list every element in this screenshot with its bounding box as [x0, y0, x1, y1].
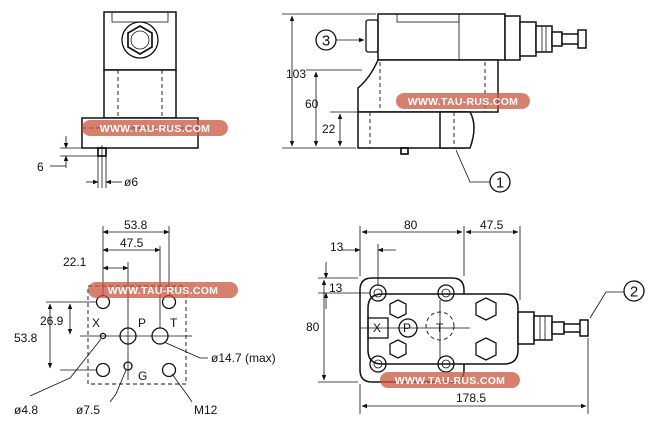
top-dim-13-b: 13: [329, 281, 343, 295]
side-dim-22: 22: [322, 122, 336, 136]
top-label-x: X: [373, 321, 381, 335]
bolt-hole: [161, 362, 177, 378]
side-dim-103: 103: [286, 67, 306, 81]
hex-bolt: [389, 339, 407, 359]
mounting-pattern: X P T G 53.8 47.5 22.1 26.9 53.8 ø14.7 (…: [14, 218, 276, 417]
top-bolt: [369, 355, 387, 373]
top-bolt: [437, 284, 455, 302]
pattern-dim-d7-5: ø7.5: [76, 403, 100, 417]
adjuster-housing: [519, 21, 537, 57]
svg-text:2: 2: [630, 284, 638, 301]
front-head-block: [103, 11, 177, 71]
svg-text:WWW.TAU-RUS.COM: WWW.TAU-RUS.COM: [100, 123, 210, 135]
top-dim-13-a: 13: [330, 240, 344, 254]
top-dim-47-5: 47.5: [480, 218, 504, 232]
top-dim-80-left: 80: [306, 320, 320, 334]
side-boss: [365, 19, 379, 53]
side-view: 103 60 22 3 1: [282, 13, 587, 193]
front-view: 6 ø6: [37, 11, 199, 189]
hex-bolt: [475, 297, 497, 321]
watermark: WWW.TAU-RUS.COM: [396, 93, 530, 109]
top-view: X P T 2 80 47.5 13 13: [306, 218, 645, 414]
front-body: [103, 69, 177, 119]
top-dim-178-5: 178.5: [456, 391, 486, 405]
pattern-label-x: X: [92, 316, 100, 330]
top-label-p: P: [403, 321, 411, 335]
pattern-dim-m12: M12: [194, 403, 218, 417]
svg-text:1: 1: [496, 175, 504, 192]
callout-1: 1: [455, 149, 511, 193]
side-dim-60: 60: [305, 97, 319, 111]
hex-bolt: [475, 337, 497, 361]
pattern-dim-26-9: 26.9: [40, 314, 64, 328]
mounting-outline: [87, 285, 187, 385]
svg-text:WWW.TAU-RUS.COM: WWW.TAU-RUS.COM: [395, 375, 505, 387]
watermark: WWW.TAU-RUS.COM: [380, 372, 520, 388]
pattern-dim-47-5: 47.5: [120, 236, 144, 250]
callout-2: 2: [589, 280, 645, 319]
pattern-dim-22-1: 22.1: [63, 255, 87, 269]
front-dim-d6: ø6: [124, 175, 138, 189]
pattern-dim-d4-8: ø4.8: [14, 403, 38, 417]
watermark: WWW.TAU-RUS.COM: [88, 282, 238, 298]
front-dim-6: 6: [37, 160, 44, 174]
watermark: WWW.TAU-RUS.COM: [82, 120, 228, 136]
svg-text:3: 3: [322, 33, 330, 50]
callout-3: 3: [315, 29, 365, 51]
pattern-label-p: P: [138, 316, 146, 330]
adjusting-screw-hex: [121, 21, 159, 59]
svg-text:WWW.TAU-RUS.COM: WWW.TAU-RUS.COM: [408, 96, 518, 108]
top-label-t: T: [436, 321, 444, 335]
svg-text:WWW.TAU-RUS.COM: WWW.TAU-RUS.COM: [108, 285, 218, 297]
bolt-hole: [95, 362, 111, 378]
pattern-dim-53-8-top: 53.8: [124, 218, 148, 232]
pattern-label-t: T: [170, 316, 178, 330]
pattern-label-g: G: [138, 369, 147, 383]
top-adjuster-housing: [517, 311, 535, 345]
pattern-dim-53-8-left: 53.8: [14, 331, 38, 345]
top-dim-80-top: 80: [404, 218, 418, 232]
pattern-dim-d14-7: ø14.7 (max): [211, 351, 276, 365]
hex-bolt: [389, 299, 407, 319]
